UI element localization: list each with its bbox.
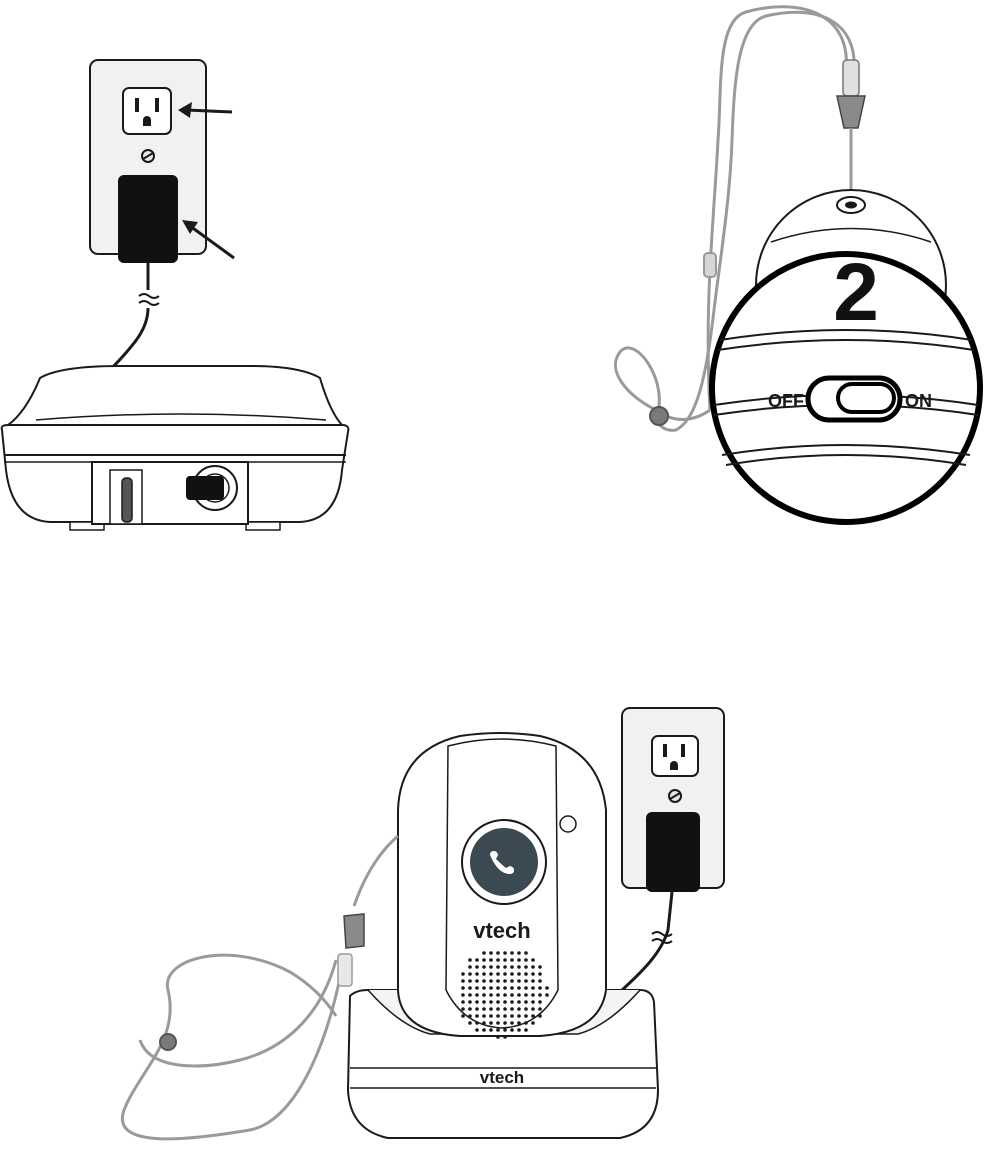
lanyard-slider-bead — [650, 407, 668, 425]
power-adapter — [118, 175, 178, 263]
wall-outlet — [123, 88, 171, 134]
pendant-brand-logo: vtech — [473, 918, 530, 943]
lanyard-ferrule — [704, 253, 716, 277]
lanyard-clasp — [837, 60, 865, 200]
step-number: 2 — [833, 247, 879, 338]
switch-on-label: ON — [905, 391, 932, 411]
cradle-power-jack — [92, 462, 248, 524]
switch-off-label: OFF — [768, 391, 804, 411]
wall-outlet — [652, 736, 698, 776]
lanyard-slider-bead — [160, 1034, 176, 1050]
adapter-cord — [618, 892, 672, 994]
plate-screw — [142, 150, 154, 162]
power-switch[interactable] — [808, 378, 900, 420]
plate-screw — [669, 790, 681, 802]
power-adapter — [646, 812, 700, 892]
call-button[interactable] — [462, 820, 546, 904]
dc-plug — [186, 476, 224, 500]
assembled-unit-diagram: vtech vtech — [100, 690, 760, 1160]
pendant-power-switch-diagram: OFF ON 2 — [596, 0, 994, 540]
cradle-brand-logo: vtech — [480, 1068, 524, 1087]
cradle-power-connection-diagram — [0, 0, 360, 540]
lanyard-clasp — [338, 914, 364, 986]
